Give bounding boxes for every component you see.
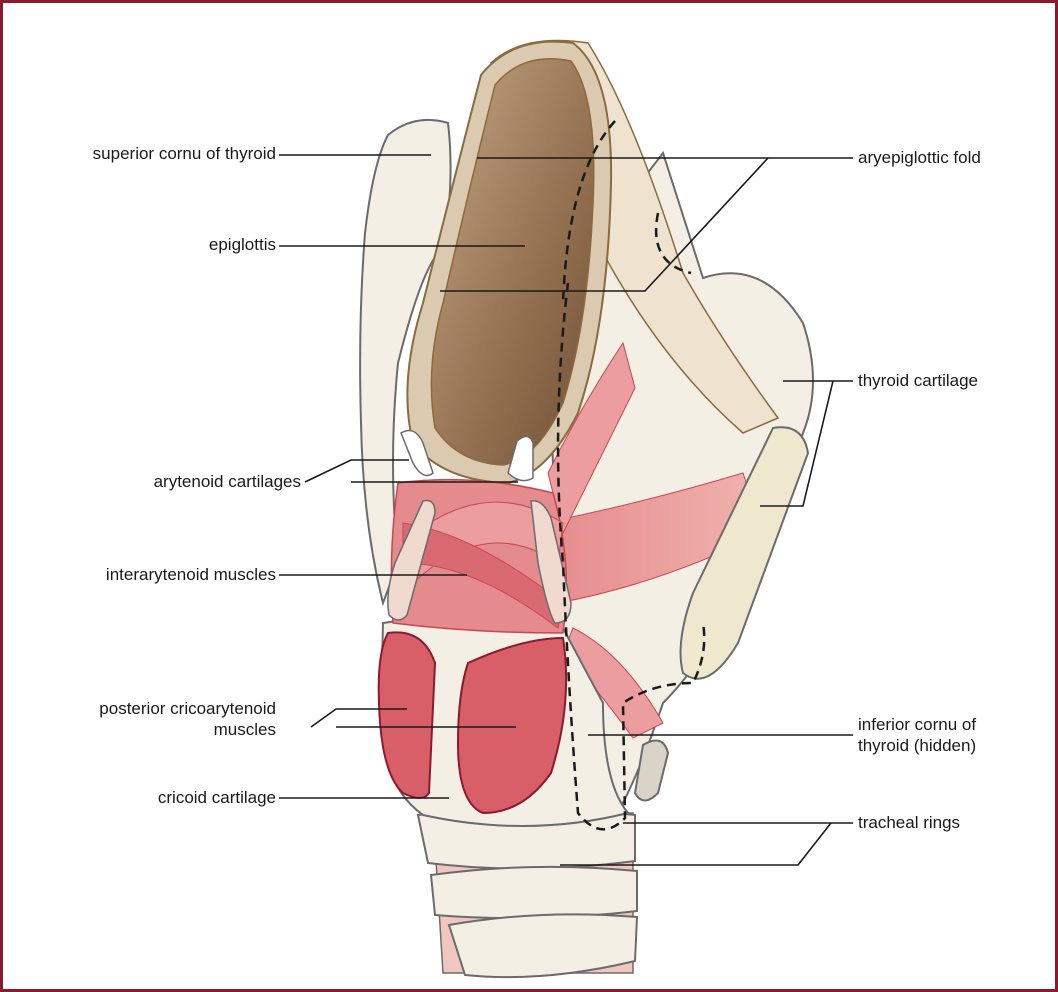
tracheal-ring-3 bbox=[449, 914, 637, 977]
label-superior-cornu: superior cornu of thyroid bbox=[13, 143, 276, 164]
trachea bbox=[418, 809, 637, 977]
label-aryepiglottic-fold: aryepiglottic fold bbox=[858, 147, 981, 168]
label-cricoid-cartilage: cricoid cartilage bbox=[13, 787, 276, 808]
label-inferior-cornu-line1: inferior cornu of bbox=[858, 714, 976, 735]
label-interarytenoid-muscles: interarytenoid muscles bbox=[13, 564, 276, 585]
label-posterior-cricoarytenoid-line1: posterior cricoarytenoid bbox=[13, 698, 276, 719]
label-epiglottis: epiglottis bbox=[13, 234, 276, 255]
label-inferior-cornu-line2: thyroid (hidden) bbox=[858, 735, 976, 756]
label-thyroid-cartilage: thyroid cartilage bbox=[858, 370, 978, 391]
label-arytenoid-cartilages: arytenoid cartilages bbox=[13, 471, 301, 492]
label-tracheal-rings: tracheal rings bbox=[858, 812, 960, 833]
posterior-cricoarytenoid-left bbox=[379, 632, 435, 798]
tracheal-ring-2 bbox=[431, 867, 637, 918]
label-posterior-cricoarytenoid-line2: muscles bbox=[13, 719, 276, 740]
